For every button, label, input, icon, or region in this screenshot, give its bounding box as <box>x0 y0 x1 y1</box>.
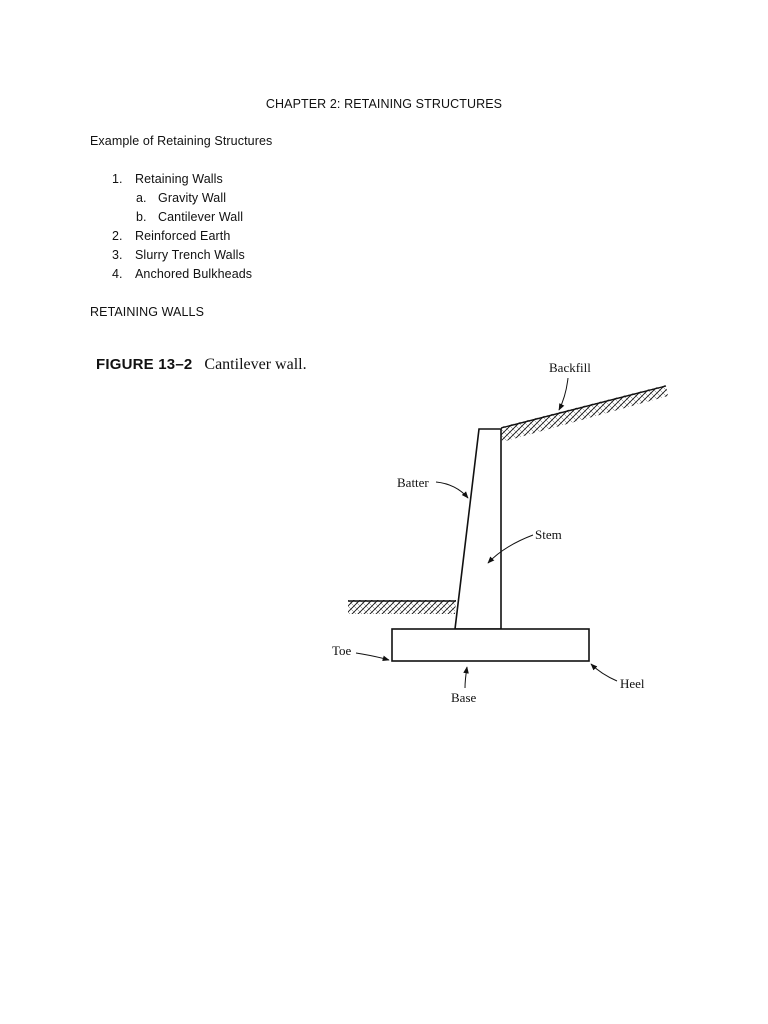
figure-title: Cantilever wall. <box>204 356 307 373</box>
list-marker: 2. <box>112 229 123 243</box>
list-marker: b. <box>136 210 147 224</box>
list-marker: a. <box>136 191 147 205</box>
list-item-slurry-trench-walls: 3. Slurry Trench Walls <box>90 246 252 265</box>
leader-lines <box>355 377 618 689</box>
figure-caption: FIGURE 13–2 Cantilever wall. <box>96 356 307 374</box>
base-leader <box>463 666 469 689</box>
label-heel: Heel <box>620 676 645 691</box>
wall-base-slab <box>391 628 590 662</box>
list-item-cantilever-wall: b. Cantilever Wall <box>90 208 252 227</box>
list-item-gravity-wall: a. Gravity Wall <box>90 189 252 208</box>
list-item-retaining-walls: 1. Retaining Walls <box>90 170 252 189</box>
figure-number: FIGURE 13–2 <box>96 356 193 373</box>
label-backfill: Backfill <box>549 360 591 375</box>
backfill-soil <box>500 385 668 442</box>
list-item-label: Anchored Bulkheads <box>135 267 253 281</box>
list-item-anchored-bulkheads: 4. Anchored Bulkheads <box>90 265 252 284</box>
batter-leader <box>435 481 469 499</box>
front-ground <box>348 600 456 614</box>
retaining-structures-list: 1. Retaining Walls a. Gravity Wall b. Ca… <box>90 170 252 284</box>
label-toe: Toe <box>332 643 352 658</box>
list-item-label: Retaining Walls <box>135 172 223 186</box>
wall-stem <box>454 428 502 630</box>
stem-leader <box>487 534 534 564</box>
backfill-leader <box>558 377 569 411</box>
list-marker: 1. <box>112 172 123 186</box>
label-stem: Stem <box>535 527 562 542</box>
heel-leader <box>590 663 618 682</box>
examples-heading: Example of Retaining Structures <box>90 134 273 148</box>
label-batter: Batter <box>397 475 429 490</box>
list-item-label: Gravity Wall <box>158 191 227 205</box>
list-item-reinforced-earth: 2. Reinforced Earth <box>90 227 252 246</box>
retaining-walls-heading: RETAINING WALLS <box>90 305 205 319</box>
list-item-label: Slurry Trench Walls <box>135 248 245 262</box>
list-marker: 4. <box>112 267 123 281</box>
list-item-label: Cantilever Wall <box>158 210 244 224</box>
chapter-title: CHAPTER 2: RETAINING STRUCTURES <box>265 97 503 111</box>
list-marker: 3. <box>112 248 123 262</box>
toe-leader <box>355 652 390 661</box>
label-base: Base <box>451 690 477 705</box>
list-item-label: Reinforced Earth <box>135 229 231 243</box>
